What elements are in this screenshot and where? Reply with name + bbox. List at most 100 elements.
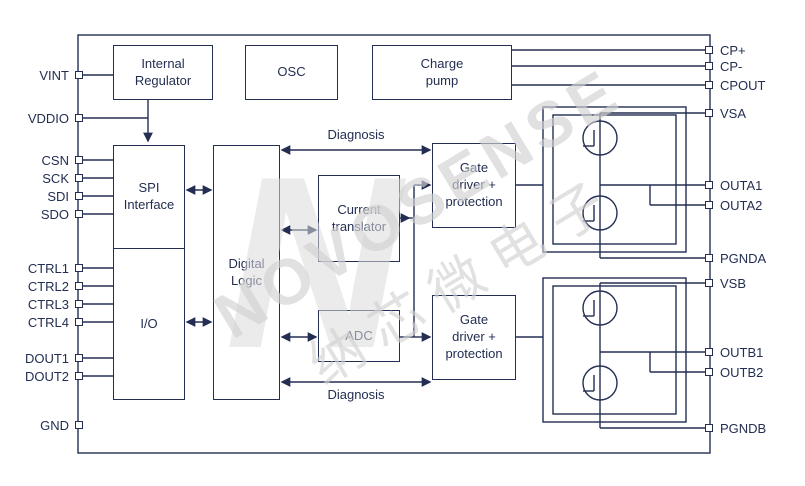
pin-outa1: OUTA1 [705, 177, 803, 193]
pin-pgnda-square [705, 254, 713, 262]
pin-outb2-square [705, 368, 713, 376]
pin-cp-minus: CP- [705, 58, 803, 74]
pin-sck-square [75, 174, 83, 182]
pin-csn: CSN [0, 152, 83, 168]
pin-cp-plus-label: CP+ [720, 42, 746, 58]
pin-sdo-label: SDO [40, 206, 69, 222]
pin-vint-square [75, 71, 83, 79]
pin-pgnda-label: PGNDA [720, 250, 767, 266]
pin-dout1-label: DOUT1 [24, 350, 69, 366]
pin-ctrl3: CTRL3 [0, 296, 83, 312]
pin-ctrl3-square [75, 300, 83, 308]
block-io: I/O [114, 248, 184, 399]
pin-vsa-square [705, 109, 713, 117]
chip-boundary [77, 34, 711, 454]
block-internal-regulator: Internal Regulator [113, 45, 213, 100]
pin-vddio-label: VDDIO [27, 110, 69, 126]
pin-pgndb-label: PGNDB [720, 420, 767, 436]
diagnosis-bottom-label: Diagnosis [327, 387, 385, 402]
pin-cp-minus-label: CP- [720, 58, 743, 74]
pin-dout2: DOUT2 [0, 368, 83, 384]
pin-vint: VINT [0, 69, 83, 82]
pin-sdo-square [75, 210, 83, 218]
block-charge-pump-label: Charge pump [420, 55, 464, 88]
block-spi-io: SPI Interface I/O [113, 145, 185, 400]
block-current-translator: Current translator [318, 175, 400, 262]
pin-ctrl2-label: CTRL2 [27, 278, 69, 294]
block-adc-label: ADC [345, 327, 373, 343]
pin-gnd-square [75, 421, 83, 429]
diagnosis-top-label: Diagnosis [327, 127, 385, 142]
block-digital-logic-label: Digital Logic [228, 255, 265, 288]
pin-outa2: OUTA2 [705, 197, 803, 213]
pin-cpout-label: CPOUT [720, 77, 766, 93]
pin-outb1-label: OUTB1 [720, 344, 764, 360]
pin-dout2-square [75, 372, 83, 380]
pin-ctrl4: CTRL4 [0, 314, 83, 330]
block-gate-driver-a: Gate driver + protection [432, 143, 516, 228]
pin-outa2-square [705, 201, 713, 209]
pin-dout1-square [75, 354, 83, 362]
block-osc: OSC [245, 45, 338, 100]
pin-outb1: OUTB1 [705, 344, 803, 360]
pin-vsb-square [705, 279, 713, 287]
pin-ctrl4-square [75, 318, 83, 326]
pin-sck-label: SCK [42, 170, 69, 186]
pin-cp-minus-square [705, 62, 713, 70]
pin-outb1-square [705, 348, 713, 356]
block-osc-label: OSC [277, 64, 306, 80]
pin-ctrl2-square [75, 282, 83, 290]
charge-pump-lines [512, 49, 705, 86]
pin-ctrl4-label: CTRL4 [27, 314, 69, 330]
pin-gnd-label: GND [40, 417, 69, 433]
pin-vsa: VSA [705, 105, 803, 121]
pin-ctrl1: CTRL1 [0, 260, 83, 276]
pin-ctrl1-label: CTRL1 [27, 260, 69, 276]
block-current-translator-label: Current translator [331, 201, 387, 234]
pin-pgndb: PGNDB [705, 420, 803, 436]
pin-vddio-square [75, 114, 83, 122]
pin-cpout: CPOUT [705, 77, 803, 93]
pin-gnd: GND [0, 417, 83, 433]
block-internal-regulator-label: Internal Regulator [134, 55, 192, 88]
block-gate-driver-b: Gate driver + protection [432, 295, 516, 380]
pin-pgndb-square [705, 424, 713, 432]
pin-dout2-label: DOUT2 [24, 368, 69, 384]
pin-sdi: SDI [0, 188, 83, 204]
pin-vsb-label: VSB [720, 275, 747, 291]
block-spi-interface-label: SPI Interface [123, 180, 175, 212]
pin-sdi-label: SDI [47, 188, 69, 204]
pin-sck: SCK [0, 170, 83, 186]
block-gate-driver-a-label: Gate driver + protection [445, 160, 503, 209]
mosfet-icon [582, 365, 618, 401]
block-io-label: I/O [140, 315, 158, 331]
pin-ctrl1-square [75, 264, 83, 272]
pin-cpout-square [705, 81, 713, 89]
pin-outa1-label: OUTA1 [720, 177, 763, 193]
pin-outa2-label: OUTA2 [720, 197, 763, 213]
pin-cp-plus-square [705, 46, 713, 54]
pin-outa1-square [705, 181, 713, 189]
block-digital-logic: Digital Logic [213, 145, 280, 400]
mosfet-icon [582, 195, 618, 231]
block-adc: ADC [318, 310, 400, 362]
pin-csn-label: CSN [41, 152, 69, 168]
pin-sdo: SDO [0, 206, 83, 222]
mosfet-icon [582, 290, 618, 326]
block-spi-interface: SPI Interface [114, 146, 184, 248]
pin-pgnda: PGNDA [705, 250, 803, 266]
pin-outb2-label: OUTB2 [720, 364, 764, 380]
control-bus [400, 180, 543, 342]
pin-vddio: VDDIO [0, 110, 83, 126]
pin-ctrl2: CTRL2 [0, 278, 83, 294]
bridge-a [542, 106, 705, 259]
pin-ctrl3-label: CTRL3 [27, 296, 69, 312]
block-gate-driver-b-label: Gate driver + protection [445, 312, 503, 361]
pin-dout1: DOUT1 [0, 350, 83, 366]
pin-vsa-label: VSA [720, 105, 747, 121]
pin-outb2: OUTB2 [705, 364, 803, 380]
block-charge-pump: Charge pump [372, 45, 512, 100]
mosfet-icon [582, 120, 618, 156]
pin-sdi-square [75, 192, 83, 200]
